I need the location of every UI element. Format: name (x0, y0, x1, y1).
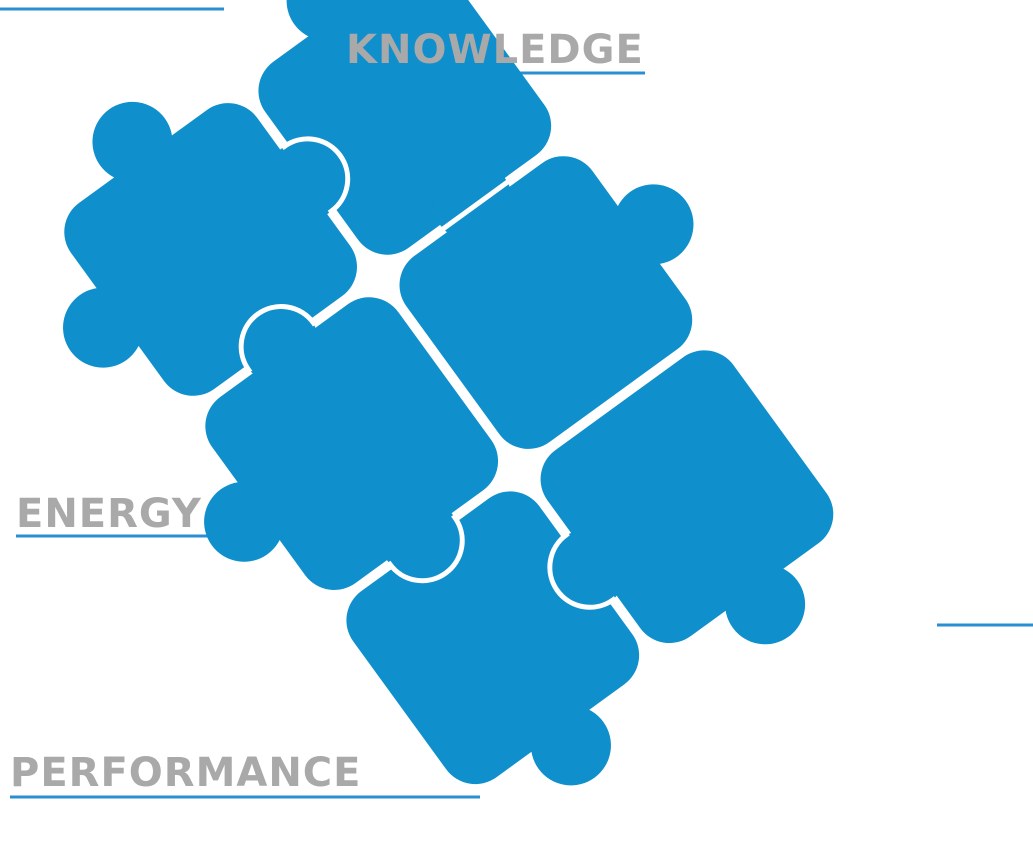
energy-label: ENERGY (16, 491, 202, 537)
knowledge-label: KNOWLEDGE (346, 27, 644, 73)
puzzle-seams (186, 84, 711, 662)
puzzle-piece-middle-right (399, 156, 694, 449)
performance-label: PERFORMANCE (10, 750, 362, 796)
puzzle-piece-bottom-right (540, 350, 834, 645)
puzzle-pieces (63, 0, 834, 786)
